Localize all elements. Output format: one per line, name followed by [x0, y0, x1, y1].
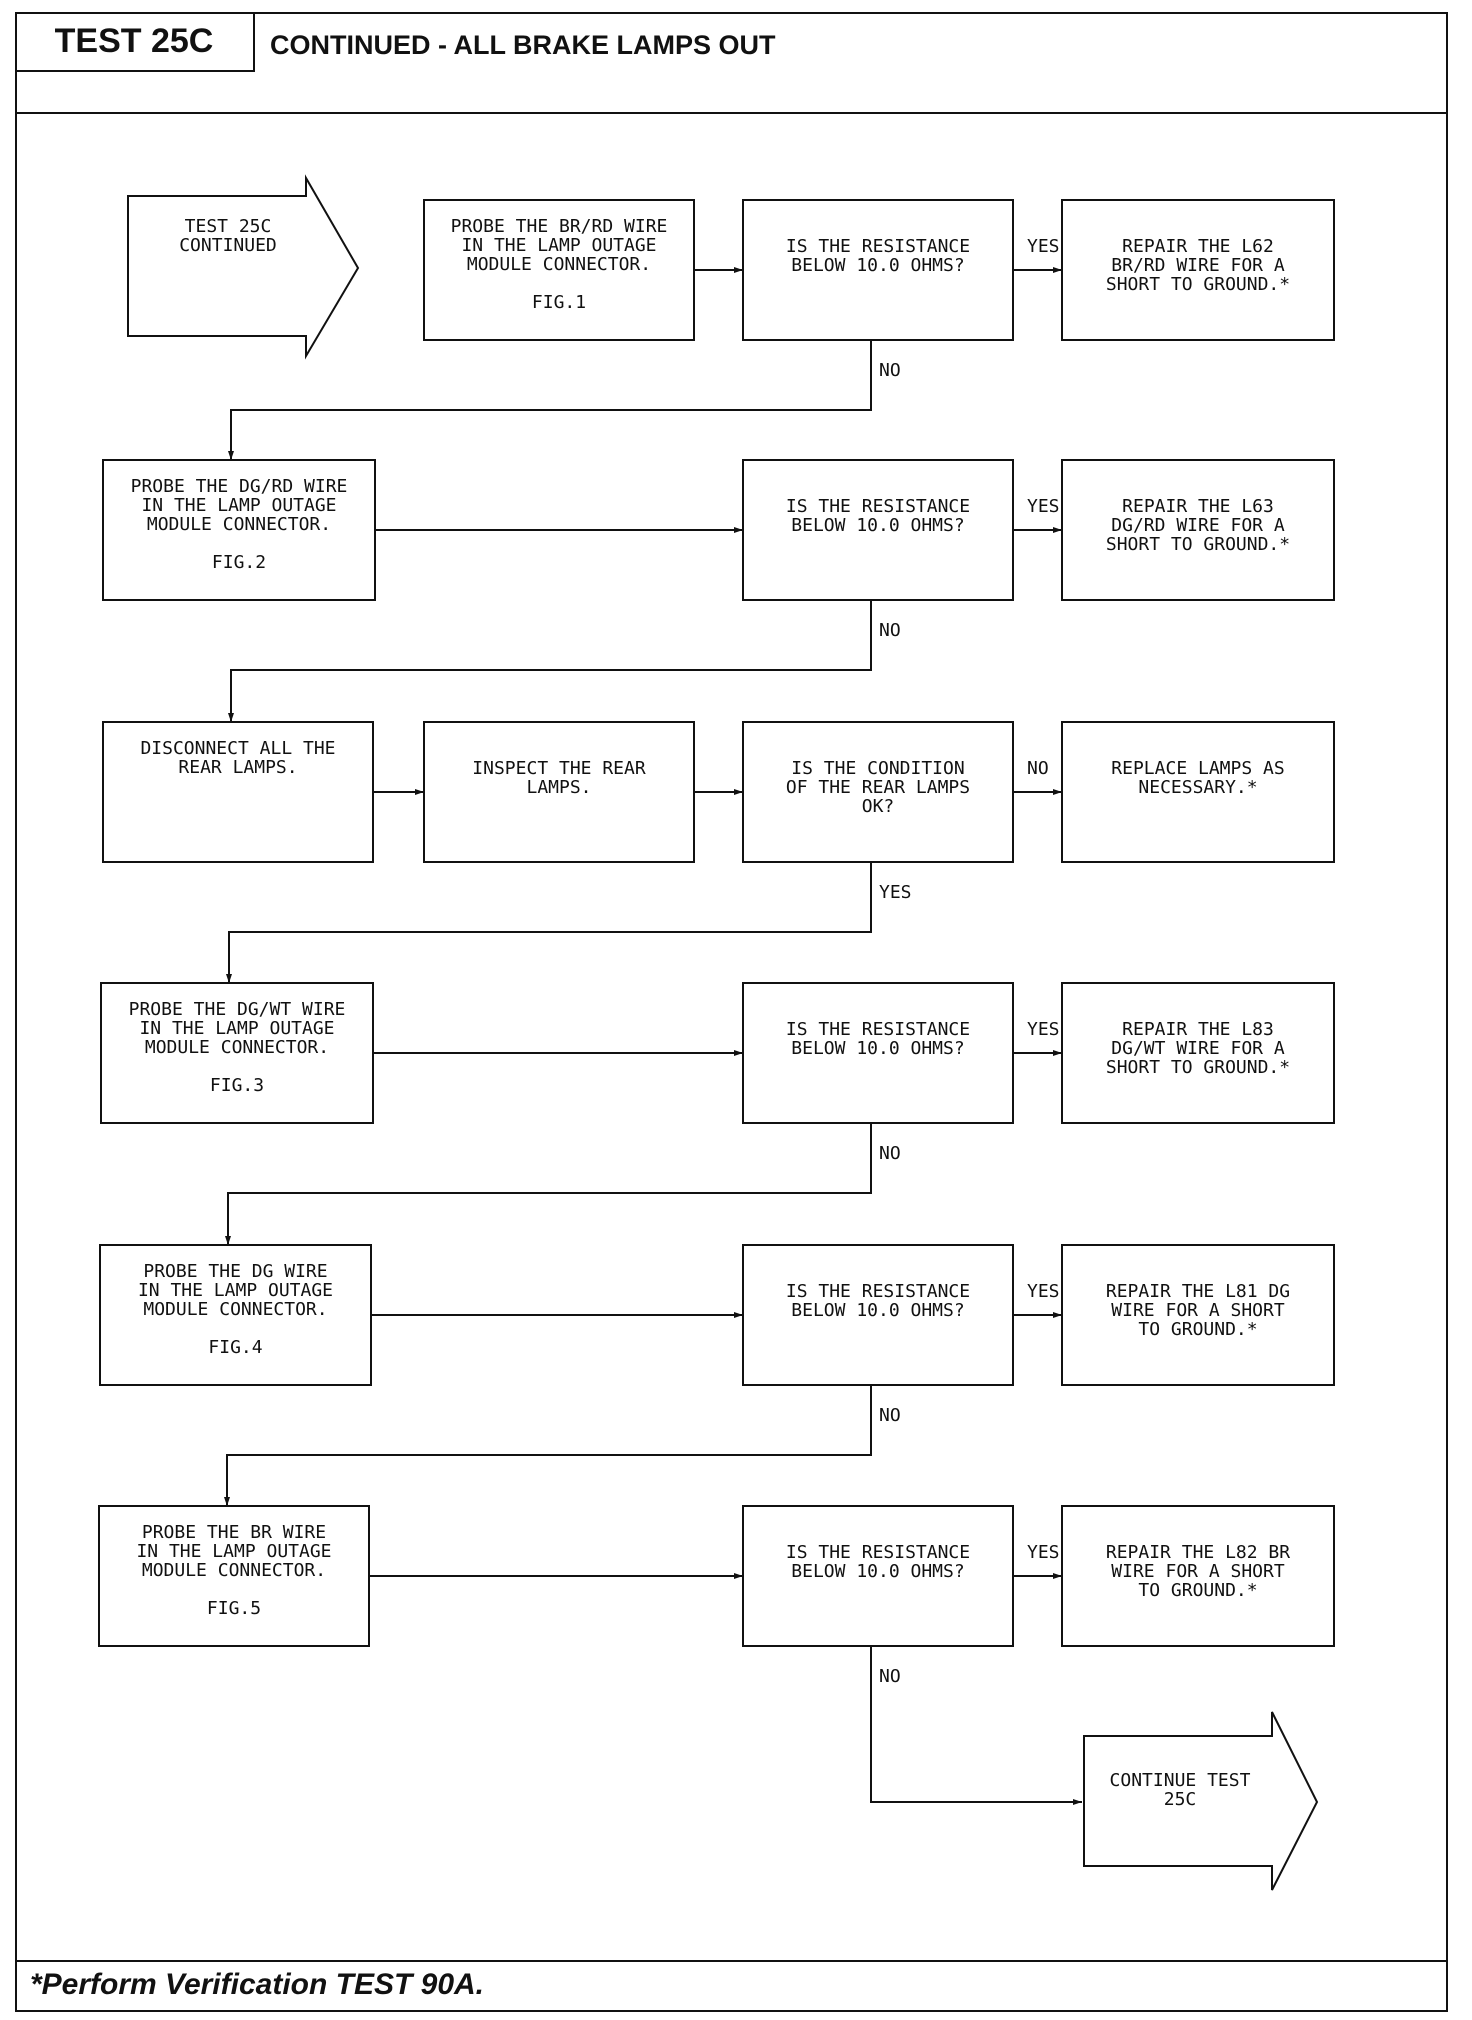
down-connector-6 [870, 1646, 1082, 1805]
branch-label-2: YES [1027, 496, 1060, 517]
down-label-5: NO [879, 1405, 901, 1426]
branch-label-6: YES [1027, 1542, 1060, 1563]
action-box-4 [1061, 982, 1335, 1124]
action-box-6 [1061, 1505, 1335, 1647]
header-bar [15, 12, 1448, 114]
start-arrow [127, 174, 360, 360]
probe-box-4 [100, 982, 374, 1124]
question-box-5 [742, 1244, 1014, 1386]
action-box-2 [1061, 459, 1335, 601]
branch-label-4: YES [1027, 1019, 1060, 1040]
probe-box-1 [423, 199, 695, 341]
down-connector-2 [228, 600, 872, 722]
test-id-label: TEST 25C [15, 12, 255, 72]
action-box-5 [1061, 1244, 1335, 1386]
down-connector-4 [225, 1123, 872, 1245]
question-box-3 [742, 721, 1014, 863]
question-box-6 [742, 1505, 1014, 1647]
down-label-1: NO [879, 360, 901, 381]
down-label-3: YES [879, 882, 912, 903]
footer-divider [15, 1960, 1448, 1962]
end-arrow [1083, 1711, 1319, 1891]
branch-label-5: YES [1027, 1281, 1060, 1302]
down-label-4: NO [879, 1143, 901, 1164]
down-connector-5 [224, 1385, 872, 1506]
page-frame [15, 12, 1448, 2012]
question-box-1 [742, 199, 1014, 341]
branch-label-3: NO [1027, 758, 1049, 779]
action-box-1 [1061, 199, 1335, 341]
probe-box-6 [98, 1505, 370, 1647]
footer-note: *Perform Verification TEST 90A. [30, 1968, 485, 2001]
down-label-2: NO [879, 620, 901, 641]
test-title: CONTINUED - ALL BRAKE LAMPS OUT [270, 30, 776, 60]
question-box-2 [742, 459, 1014, 601]
branch-label-1: YES [1027, 236, 1060, 257]
down-connector-1 [228, 340, 872, 460]
probe-box-5 [99, 1244, 372, 1386]
down-connector-3 [226, 862, 872, 983]
action-box-3 [1061, 721, 1335, 863]
probe-box-3 [102, 721, 374, 863]
inspect-box [423, 721, 695, 863]
question-box-4 [742, 982, 1014, 1124]
down-label-6: NO [879, 1666, 901, 1687]
